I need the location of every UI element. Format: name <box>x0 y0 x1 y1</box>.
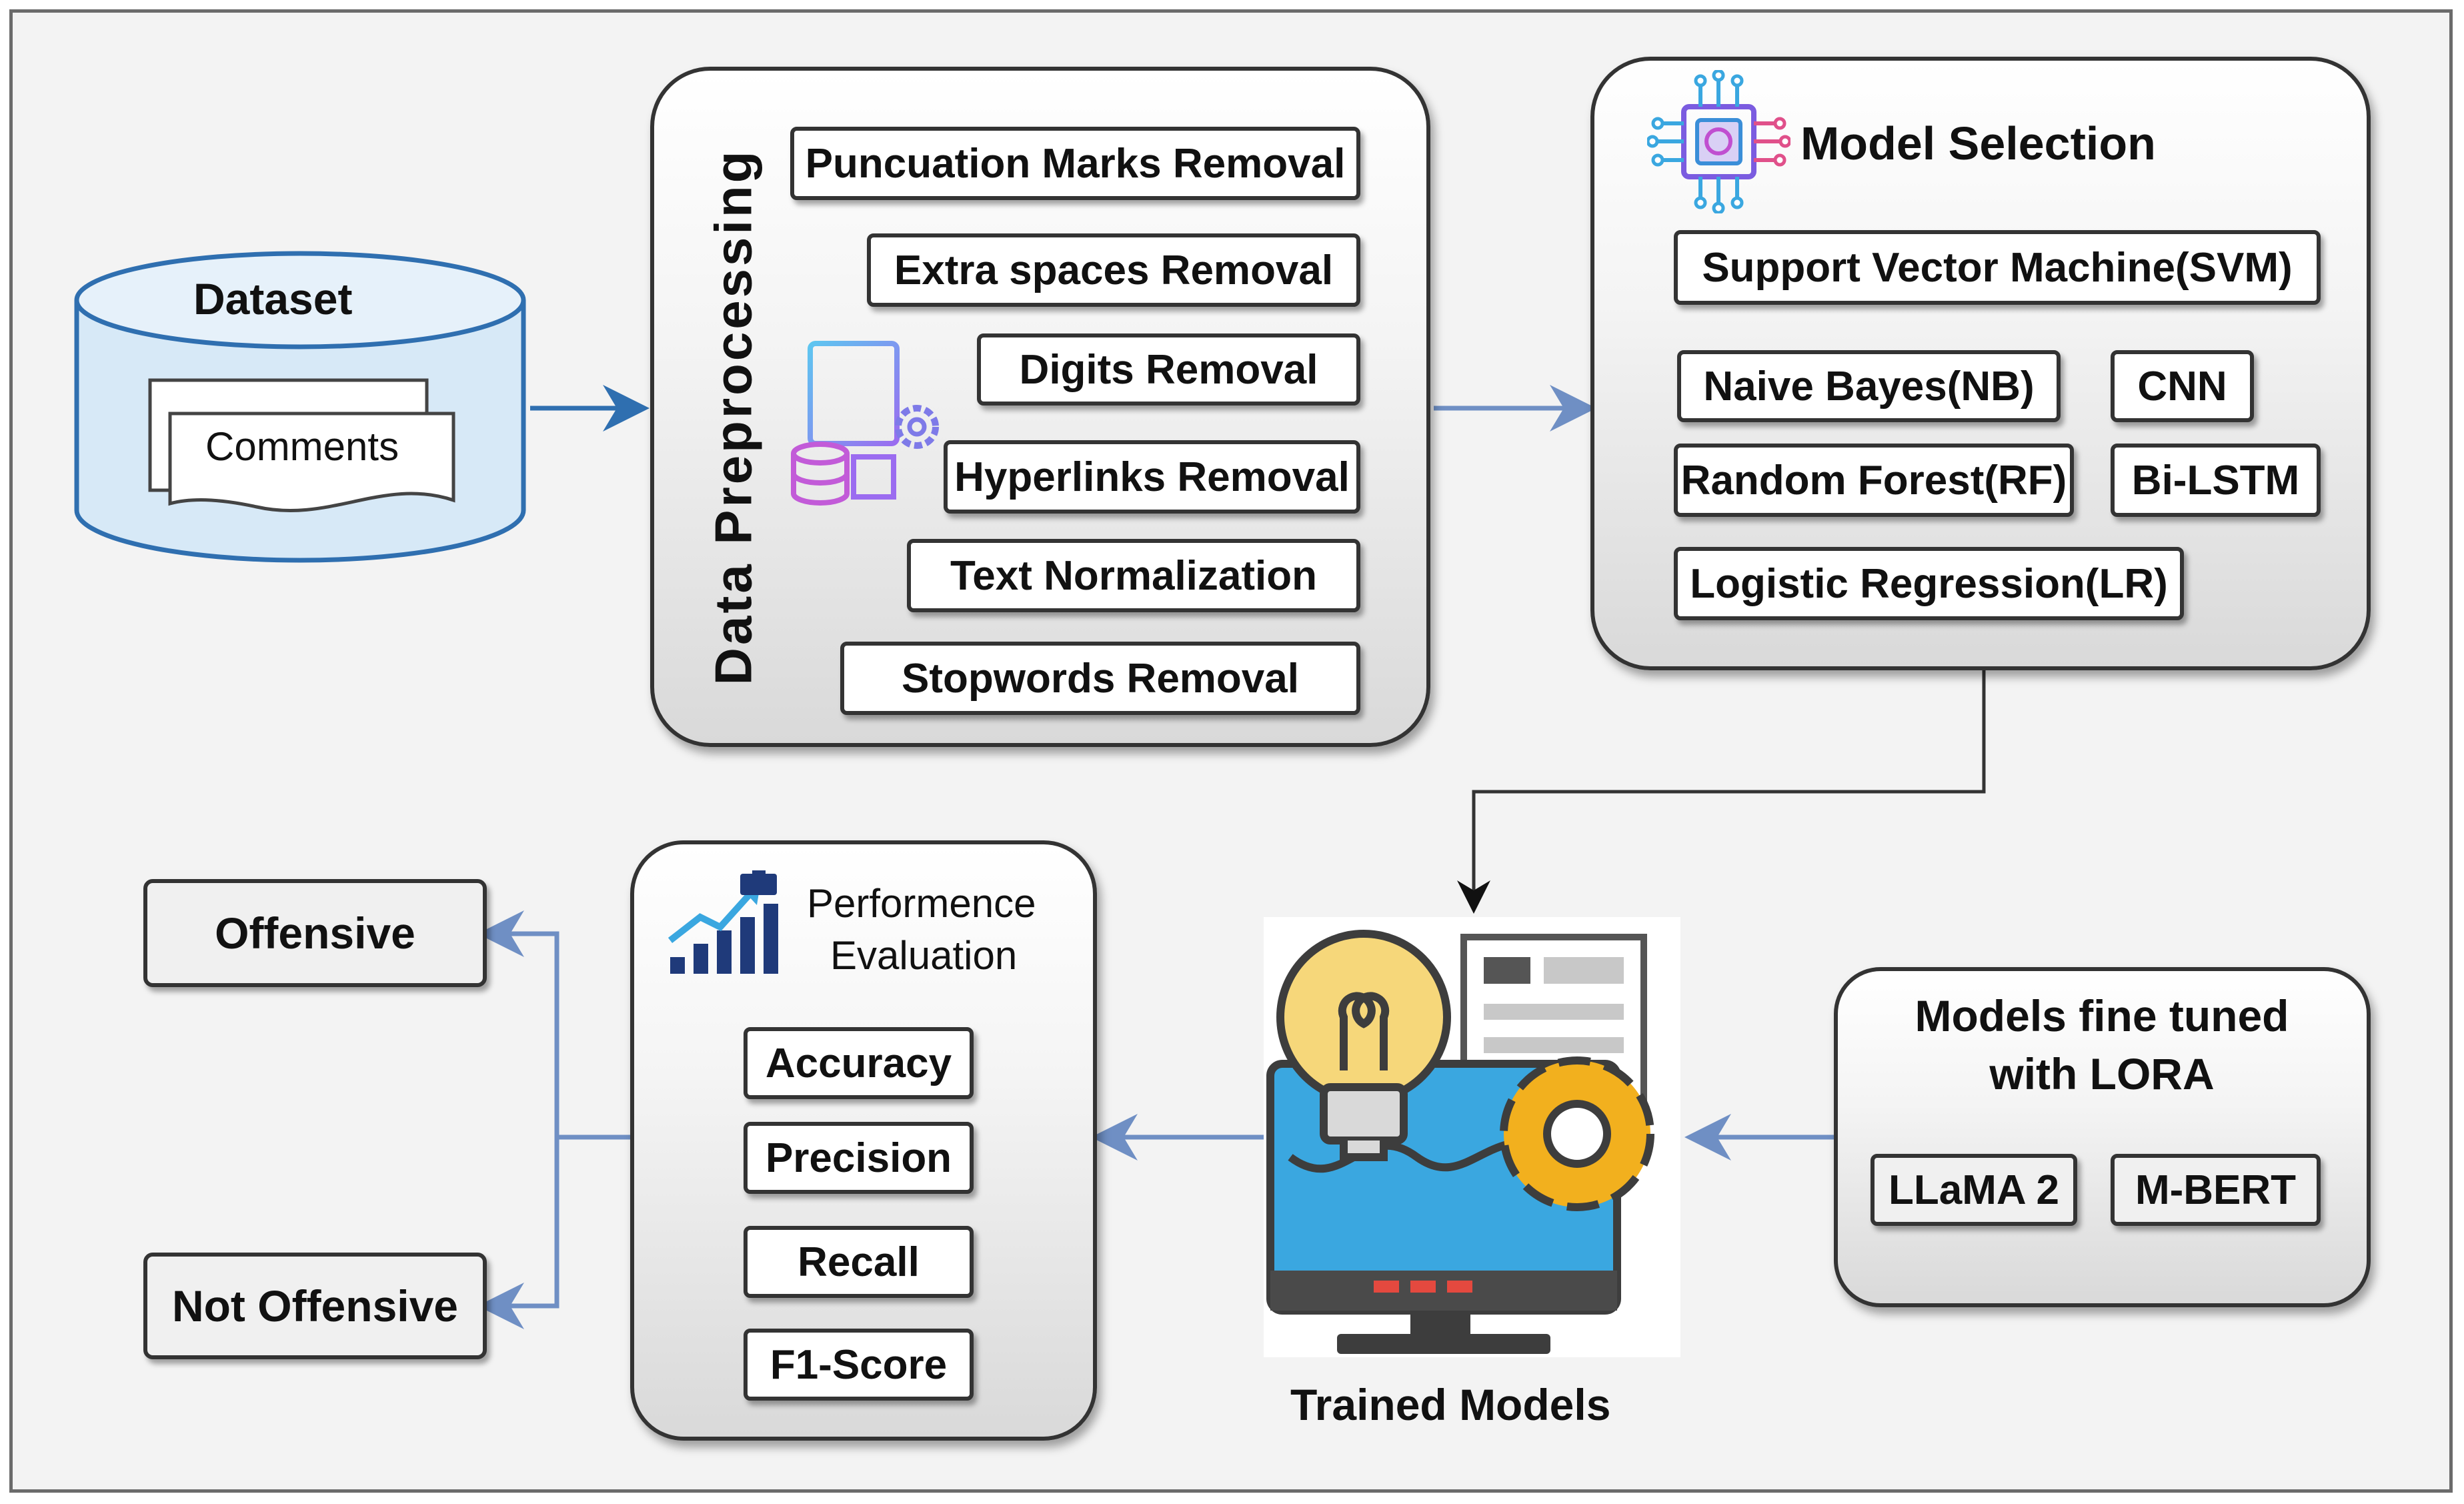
model-svm: Support Vector Machine(SVM) <box>1674 230 2321 305</box>
step-digits-removal: Digits Removal <box>977 333 1360 406</box>
model-bi-lstm: Bi-LSTM <box>2111 444 2321 517</box>
evaluation-title-line1: Performence <box>807 881 1036 926</box>
lora-title-line1: Models fine tuned <box>1915 991 2289 1040</box>
metric-accuracy: Accuracy <box>744 1027 974 1099</box>
bar-chart-icon <box>668 870 778 974</box>
dataset-title: Dataset <box>193 274 353 323</box>
model-logistic-regression: Logistic Regression(LR) <box>1674 547 2184 620</box>
step-text-normalization: Text Normalization <box>907 539 1360 612</box>
step-punctuation-removal: Puncuation Marks Removal <box>790 127 1360 200</box>
arrow-model-selection-to-trained <box>1457 670 1986 914</box>
metric-recall: Recall <box>744 1226 974 1298</box>
preprocessing-title: Data Preprocessing <box>704 148 763 686</box>
lora-title-line2: with LORA <box>1989 1049 2215 1098</box>
model-random-forest: Random Forest(RF) <box>1674 444 2074 517</box>
model-selection-title: Model Selection <box>1800 117 2156 169</box>
metric-precision: Precision <box>744 1122 974 1194</box>
model-naive-bayes: Naive Bayes(NB) <box>1677 350 2061 422</box>
preprocessing-icon <box>791 341 939 506</box>
lora-panel <box>1834 967 2371 1307</box>
step-extra-spaces-removal: Extra spaces Removal <box>867 233 1360 307</box>
model-m-bert: M-BERT <box>2111 1154 2321 1226</box>
metric-f1-score: F1-Score <box>744 1329 974 1401</box>
dataset-cylinder <box>74 251 526 563</box>
chip-brain-icon <box>1647 70 1790 213</box>
arrow-to-offensive <box>477 910 559 1137</box>
bulb-monitor-gear-icon <box>1264 917 1680 1357</box>
model-llama2: LLaMA 2 <box>1871 1154 2077 1226</box>
step-hyperlinks-removal: Hyperlinks Removal <box>944 440 1360 514</box>
step-stopwords-removal: Stopwords Removal <box>840 642 1360 715</box>
trained-models-label: Trained Models <box>1290 1380 1611 1429</box>
evaluation-title-line2: Evaluation <box>830 933 1018 978</box>
dataset-comments-label: Comments <box>205 424 399 469</box>
model-cnn: CNN <box>2111 350 2254 422</box>
output-not-offensive: Not Offensive <box>143 1253 487 1359</box>
output-offensive: Offensive <box>143 879 487 987</box>
arrow-to-not-offensive <box>477 1137 559 1329</box>
